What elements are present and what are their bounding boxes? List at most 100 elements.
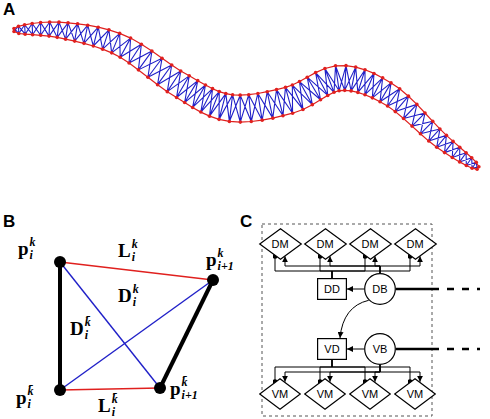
mesh-point xyxy=(118,55,122,59)
mesh-point xyxy=(281,114,285,118)
mesh-point xyxy=(323,67,327,71)
mesh-point xyxy=(319,98,323,102)
mesh-point xyxy=(427,139,431,143)
node-label: DD xyxy=(324,283,340,295)
mesh-point xyxy=(291,83,295,87)
subscript: i xyxy=(112,406,118,419)
diamond-shape xyxy=(259,229,301,260)
math-symbol: pk̄i+1 xyxy=(170,376,198,401)
muscle-diamond: DM xyxy=(394,228,437,260)
symbol-base: p xyxy=(18,238,29,259)
mesh-point xyxy=(438,127,442,131)
mesh-point xyxy=(127,61,131,65)
mesh-point xyxy=(86,23,90,27)
muscle-diamond: VM xyxy=(349,378,391,410)
mesh-point xyxy=(407,94,411,98)
mesh-point xyxy=(265,90,269,94)
superscript: k xyxy=(132,238,138,251)
muscle-diamond: VM xyxy=(394,378,436,410)
mesh-point xyxy=(224,92,228,96)
superscript: k xyxy=(30,236,36,249)
circle-shape xyxy=(365,274,396,305)
node-label: VM xyxy=(317,388,334,400)
mesh-outline xyxy=(14,22,479,167)
neuron-box: VD xyxy=(317,338,347,360)
neuron-box: DD xyxy=(317,278,347,300)
mesh-point xyxy=(298,80,302,84)
subscript: i xyxy=(133,296,139,309)
diamond-shape xyxy=(394,229,436,260)
mesh-point xyxy=(410,124,414,128)
mesh-point xyxy=(326,94,330,98)
connector xyxy=(340,300,369,338)
mesh-point xyxy=(356,91,360,95)
connector xyxy=(330,256,380,273)
superscript: k xyxy=(218,247,234,260)
mesh-point xyxy=(378,100,382,104)
mesh-point xyxy=(393,110,397,114)
worm-mesh xyxy=(12,20,481,171)
mesh-point xyxy=(17,32,21,36)
mesh-point xyxy=(211,87,215,91)
mesh-point xyxy=(55,36,59,40)
mesh-point xyxy=(92,44,96,48)
neuron-circle: VB xyxy=(364,333,396,365)
muscle-diamond: DM xyxy=(304,228,347,260)
mesh-point xyxy=(101,47,105,51)
mesh-point xyxy=(337,89,341,93)
mesh-point xyxy=(179,69,183,73)
mesh-point xyxy=(458,145,462,149)
mesh-point xyxy=(39,21,43,25)
panel-label: C xyxy=(240,212,252,232)
superscript: k xyxy=(133,283,139,296)
mesh-point xyxy=(199,110,203,114)
mesh-point xyxy=(423,111,427,115)
mesh-point xyxy=(156,83,160,87)
mesh-point xyxy=(363,93,367,97)
mesh-point xyxy=(443,151,447,155)
index-stack: ki xyxy=(30,236,36,261)
subscript: i+1 xyxy=(218,260,234,273)
point xyxy=(154,382,166,394)
mesh-point xyxy=(107,28,111,32)
mesh-point xyxy=(110,51,114,55)
subscript: i xyxy=(30,249,36,262)
mesh-point xyxy=(458,160,462,164)
superscript: k̄ xyxy=(85,316,91,329)
mesh-point xyxy=(146,75,150,79)
mesh-point xyxy=(76,22,80,26)
mesh-point xyxy=(275,88,279,92)
math-symbol: Dk̄i xyxy=(70,316,91,341)
math-symbol: pki+1 xyxy=(206,247,234,272)
index-stack: k̄i+1 xyxy=(182,376,198,401)
mesh-point xyxy=(415,103,419,107)
mesh-point xyxy=(435,145,439,149)
rect-shape xyxy=(318,339,347,360)
index-stack: ki xyxy=(132,238,138,263)
mesh-point xyxy=(465,164,469,168)
connector xyxy=(285,256,380,273)
subscript: i xyxy=(132,251,138,264)
mesh-point xyxy=(464,151,468,155)
mesh-point xyxy=(238,120,242,124)
mesh-point xyxy=(187,74,191,78)
connector xyxy=(332,256,365,278)
node-label: DM xyxy=(361,238,378,250)
mesh-point xyxy=(191,106,195,110)
mesh-point xyxy=(301,108,305,112)
symbol-base: p xyxy=(16,387,27,408)
mesh-point xyxy=(196,79,200,83)
panel-label: B xyxy=(3,212,15,232)
index-stack: ki+1 xyxy=(218,247,234,272)
mesh-point xyxy=(311,103,315,107)
math-symbol: pk̄i xyxy=(16,385,34,410)
mesh-point xyxy=(165,90,169,94)
axon xyxy=(396,348,432,351)
mesh-point xyxy=(470,166,474,170)
symbol-base: L xyxy=(98,395,111,416)
mesh-point xyxy=(12,27,16,31)
mesh-point xyxy=(314,71,318,75)
node-label: VM xyxy=(407,388,424,400)
connector xyxy=(285,365,380,382)
